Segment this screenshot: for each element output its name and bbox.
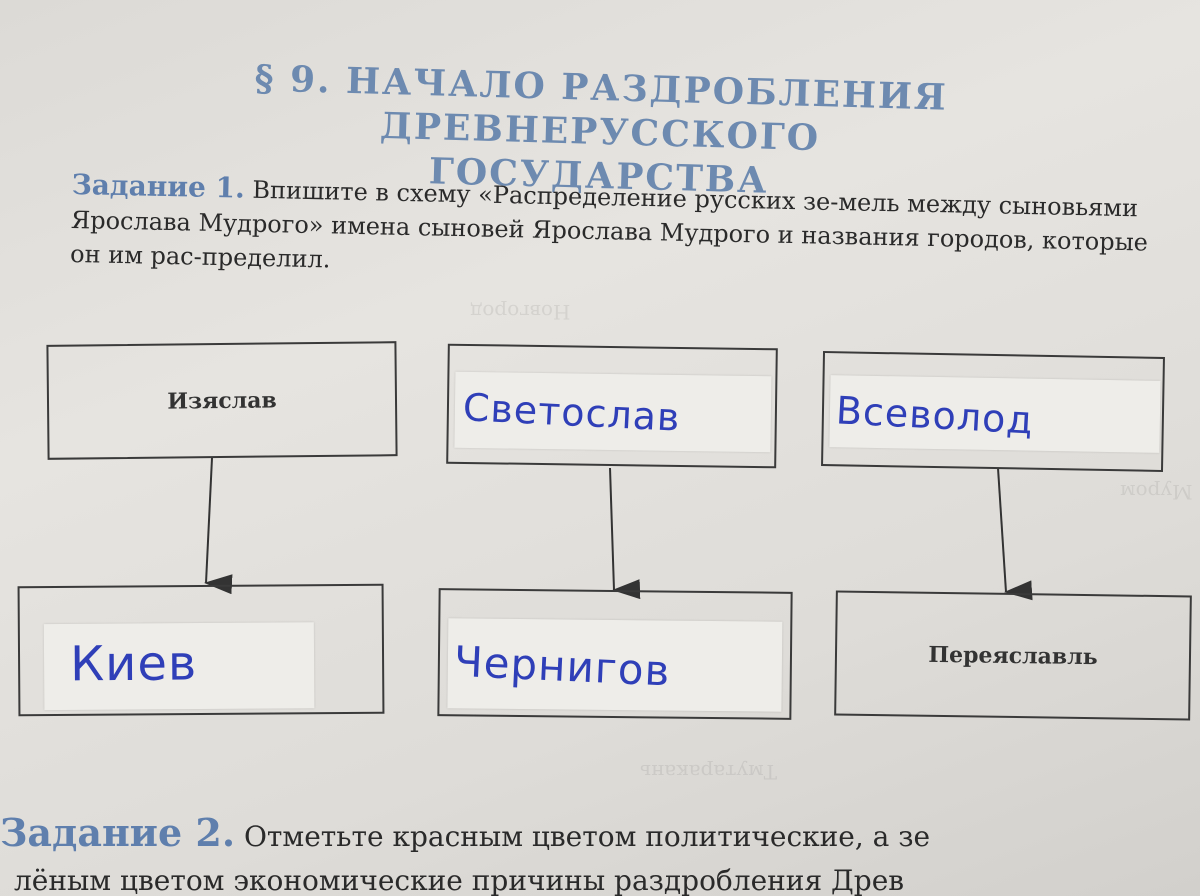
task-2-text-2: лёным цветом экономические причины раздр… (14, 864, 905, 896)
city-box-3: Переяславль (834, 590, 1192, 721)
city-box-2: Чернигов (437, 588, 793, 720)
arrow-1 (204, 457, 233, 595)
task-2-paragraph: Задание 2. Отметьте красным цветом полит… (0, 808, 1200, 896)
task-2-text-1: Отметьте красным цветом политические, а … (243, 820, 931, 853)
arrow-2 (609, 467, 641, 600)
city-name-2: Чернигов (452, 636, 672, 696)
arrow-3 (997, 467, 1033, 601)
city-name-1: Киев (69, 635, 198, 693)
son-box-3: Всеволод (821, 351, 1165, 472)
son-name-1: Изяслав (167, 386, 277, 415)
task-2-line-1: Задание 2. Отметьте красным цветом полит… (0, 808, 1200, 862)
son-box-1: Изяслав (46, 341, 398, 460)
city-box-1: Киев (17, 583, 385, 717)
task-2-label: Задание 2. (0, 810, 236, 855)
son-box-2: Светослав (446, 343, 778, 469)
city-name-3: Переяславль (928, 641, 1098, 670)
